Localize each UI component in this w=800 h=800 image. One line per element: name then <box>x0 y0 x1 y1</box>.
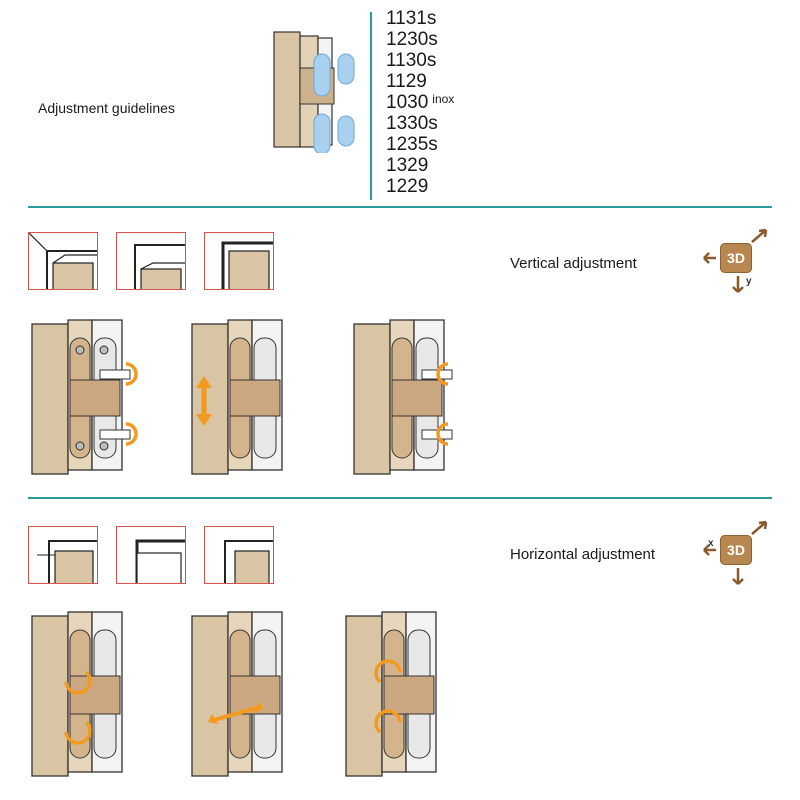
3d-badge: 3D <box>720 535 752 565</box>
door-position-thumb <box>116 526 186 584</box>
model-code: 1230s <box>386 29 496 50</box>
model-suffix: inox <box>432 92 455 106</box>
horizontal-adjustment-title: Horizontal adjustment <box>510 546 656 563</box>
3d-adjustment-icon: 3D x <box>696 520 776 590</box>
model-code: 1131s <box>386 8 496 29</box>
hinge-illustration <box>352 318 482 478</box>
hinge-illustration <box>30 318 160 478</box>
door-position-thumb <box>28 526 98 584</box>
model-code-text: 1235s <box>386 134 438 155</box>
hinge-illustration <box>190 318 300 478</box>
door-position-thumb <box>28 232 98 290</box>
axis-label: y <box>746 276 752 287</box>
hinge-illustration <box>190 610 300 780</box>
hinge-illustration <box>344 610 474 780</box>
model-code: 1330s <box>386 113 496 134</box>
hinge-illustration <box>30 610 160 780</box>
door-position-thumb <box>204 526 274 584</box>
axis-label: x <box>708 538 714 549</box>
model-code-text: 1129 <box>386 71 427 92</box>
model-code-text: 1131s <box>386 8 437 29</box>
3d-adjustment-icon: 3D y <box>696 228 776 298</box>
model-code: 1129 <box>386 71 496 92</box>
model-code: 1329 <box>386 155 496 176</box>
door-position-thumb <box>204 232 274 290</box>
vertical-adjustment-title: Vertical adjustment <box>510 255 637 272</box>
page-title: Adjustment guidelines <box>38 100 175 116</box>
model-code-text: 1030 <box>386 92 429 113</box>
section-divider-top <box>28 206 772 208</box>
model-code-text: 1130s <box>386 50 437 71</box>
model-code-text: 1329 <box>386 155 429 176</box>
header-divider <box>370 12 372 200</box>
model-code-text: 1230s <box>386 29 438 50</box>
model-code: 1229 <box>386 176 496 197</box>
hinge-overview-image <box>270 28 360 153</box>
model-code: 1130s <box>386 50 496 71</box>
3d-badge: 3D <box>720 243 752 273</box>
model-code: 1235s <box>386 134 496 155</box>
model-code-text: 1330s <box>386 113 438 134</box>
model-code-text: 1229 <box>386 176 429 197</box>
door-position-thumb <box>116 232 186 290</box>
section-divider-bottom <box>28 497 772 499</box>
